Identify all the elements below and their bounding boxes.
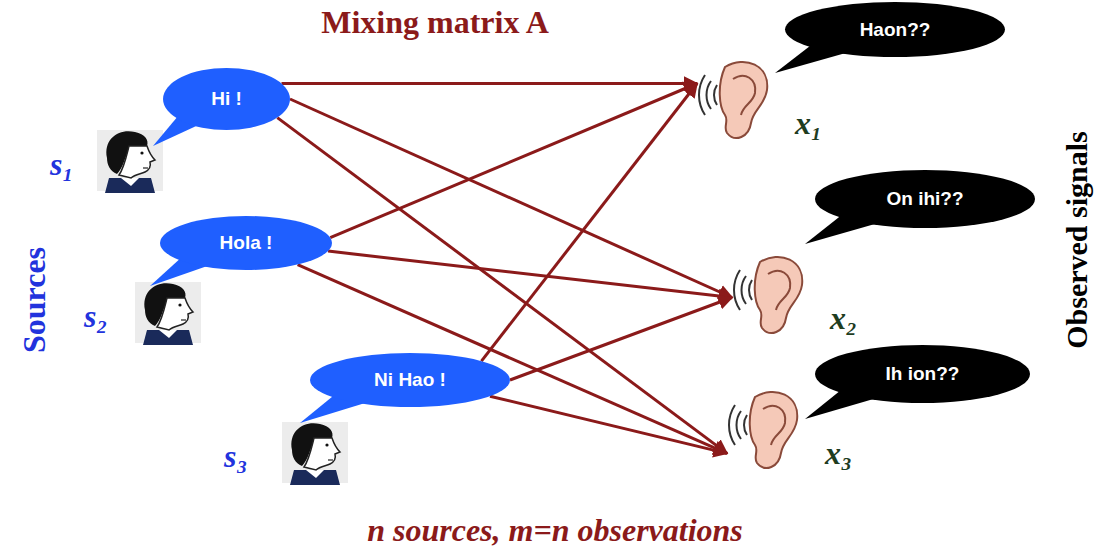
bubble-outline (815, 170, 1035, 228)
sound-arc (699, 75, 705, 115)
bubble-text: Hola ! (220, 232, 273, 254)
bubble-text: Haon?? (860, 19, 931, 41)
signal-label: x₃ (825, 437, 852, 469)
speech-bubble: Hola ! (160, 216, 332, 270)
ear-node: x₂ (730, 250, 880, 345)
sound-arc (742, 276, 747, 304)
sound-arc (714, 85, 717, 105)
source-label: s₂ (84, 300, 108, 332)
ear-icon (695, 55, 775, 145)
signal-label: x₂ (830, 302, 857, 334)
ear-icon (725, 385, 805, 475)
signal-label: x₁ (795, 107, 822, 139)
diagram-caption: n sources, m=n observations (367, 514, 743, 546)
ear-node: x₃ (725, 385, 875, 480)
axis-label: Sources (18, 247, 50, 353)
person-icon (97, 130, 163, 193)
ear-inner (763, 406, 785, 445)
ear-outline (720, 62, 768, 138)
sound-arc (729, 405, 735, 445)
bubble-outline (815, 345, 1030, 403)
bubble-outline (163, 68, 290, 130)
mixing-arrow (281, 82, 697, 85)
heard-bubble: Ih ion?? (815, 345, 1030, 403)
heard-bubble: Haon?? (785, 2, 1005, 57)
bubble-text: Ni Hao ! (374, 369, 446, 391)
mixing-arrow (490, 396, 727, 453)
ear-inner (768, 271, 790, 310)
ear-outline (755, 257, 803, 333)
ear-node: x₁ (695, 55, 845, 150)
axis-label: Observed signals (1062, 131, 1092, 349)
mixing-arrow (290, 99, 732, 298)
bubble-text: Ih ion?? (886, 363, 960, 385)
heard-bubble: On ihi?? (815, 170, 1035, 228)
mixing-arrow (277, 118, 727, 454)
ear-inner (733, 76, 755, 115)
bubble-outline (160, 216, 332, 270)
sound-arc (707, 81, 712, 109)
ear-icon (730, 250, 810, 340)
sound-arc (737, 411, 742, 439)
diagram-title: Mixing matrix A (321, 6, 549, 38)
mixing-arrow (330, 84, 697, 238)
bubble-text: On ihi?? (886, 188, 963, 210)
sound-arc (749, 280, 752, 300)
ear-outline (750, 392, 798, 468)
mixing-arrow (298, 265, 727, 454)
bubble-outline (310, 353, 510, 407)
sound-arc (734, 270, 740, 310)
bubble-text: Hi ! (211, 88, 242, 110)
speech-bubble: Ni Hao ! (310, 353, 510, 407)
source-label: s₁ (50, 148, 74, 180)
bubble-outline (785, 2, 1005, 57)
sound-arc (744, 415, 747, 435)
mixing-arrow (328, 251, 732, 297)
source-label: s₃ (224, 440, 248, 472)
person-icon (282, 422, 348, 485)
mixing-arrow (481, 84, 697, 362)
person-icon (135, 282, 201, 345)
mixing-arrow (510, 298, 732, 381)
speech-bubble: Hi ! (163, 68, 290, 130)
